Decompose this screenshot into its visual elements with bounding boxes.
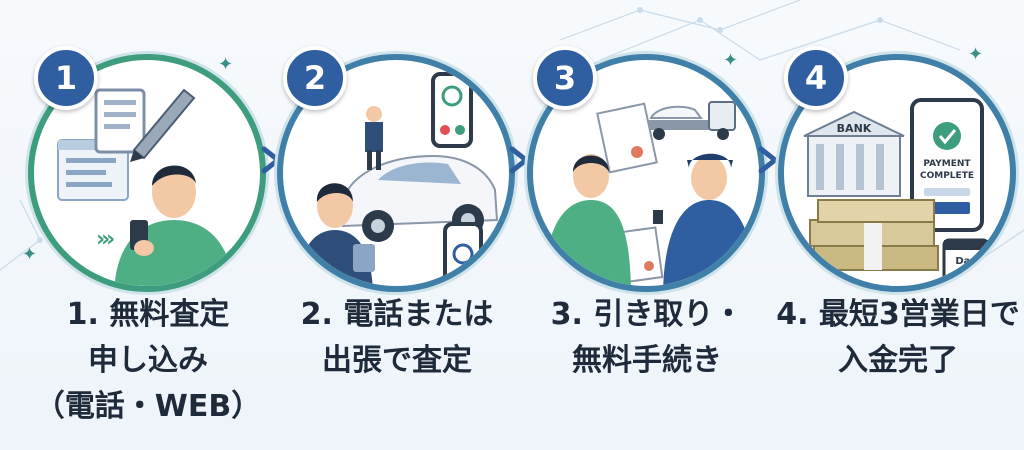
person-illustration [114,165,234,286]
step-1-label: 1. 無料査定 申し込み （電話・WEB） [34,297,262,424]
step-2-circle: ››› [277,54,515,292]
person-illustration [297,183,375,286]
sparkle-icon: ✦ [968,44,984,65]
key-icon [653,210,663,224]
step-3-label: 3. 引き取り・ 無料手続き [550,297,744,378]
arrow-right-icon [509,146,529,174]
pencil-icon [94,88,196,162]
step-1: ››› 1 ✦ ✦ 1. 無料査定 申し込み （電話・WEB） [22,34,268,444]
svg-text:›››: ››› [301,266,323,287]
sparkle-icon: ✦ [22,244,38,265]
step-1-number-badge: 1 [34,46,98,110]
svg-text:Day: Day [955,256,977,267]
step-1-illustration: ››› [57,88,234,286]
step-3: 3 ✦ 3. 引き取り・ 無料手続き [527,34,767,444]
step-4-label: 4. 最短3営業日で 入金完了 [776,297,1020,378]
svg-text:›››: ››› [96,227,114,252]
step-2-label: 2. 電話または 出張で査定 [300,297,494,378]
car-icon [342,154,499,242]
tow-truck-icon [645,101,736,140]
calendar-icon: Day 3 [942,238,990,286]
step-4-number-badge: 4 [784,46,848,110]
sparkle-icon: ✦ [218,54,234,75]
step-3-number-badge: 3 [533,46,597,110]
bank-sign: BANK [837,122,872,135]
step-3-illustration [543,101,755,286]
payment-phone: PAYMENT COMPLETE [910,98,984,232]
web-form-card [57,139,129,201]
bank-icon: BANK [803,110,905,197]
svg-text:PAYMENT: PAYMENT [923,159,971,169]
step-4-illustration: BANK PAYMENT COMPLETE [803,98,990,286]
person-illustration [653,153,755,286]
person-illustration [365,106,383,170]
step-2-illustration: ››› [297,72,499,287]
money-stack [809,199,939,271]
phone-call-icon [443,222,483,286]
arrow-right-icon [758,146,778,174]
sparkle-icon: ✦ [723,50,739,71]
person-illustration [543,154,631,286]
phone-call-icon [431,72,473,148]
check-icon [933,122,961,150]
svg-text:COMPLETE: COMPLETE [920,171,974,181]
step-2: ››› 2 2. 電話または 出張で査定 [277,34,517,444]
step-2-number-badge: 2 [283,46,347,110]
svg-text:3: 3 [960,267,971,286]
step-4: BANK PAYMENT COMPLETE [776,34,1020,444]
